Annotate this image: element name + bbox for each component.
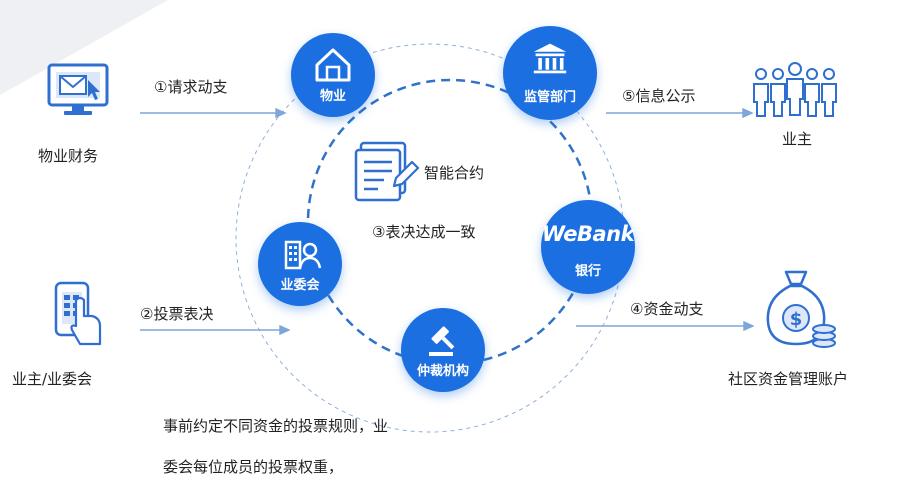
arrow-disburse-head — [743, 320, 755, 332]
people-group-icon — [753, 62, 837, 117]
step-vote-label: ②投票表决 — [140, 305, 214, 323]
arrow-request-head — [275, 107, 287, 119]
node-committee[interactable]: 业委会 — [258, 222, 342, 306]
bank-building-icon — [533, 43, 567, 74]
smart-contract-icon — [354, 141, 420, 202]
property-finance-label: 物业财务 — [38, 147, 99, 165]
smart-contract-label: 智能合约 — [424, 164, 485, 182]
corner-decoration — [0, 0, 168, 95]
community-account-label: 社区资金管理账户 — [728, 370, 849, 388]
node-committee-label: 业委会 — [280, 278, 320, 293]
node-regulator[interactable]: 监管部门 — [503, 26, 597, 120]
node-property[interactable]: 物业 — [291, 33, 375, 117]
arrow-publicize-head — [742, 107, 754, 119]
step-request-label: ①请求动支 — [154, 78, 228, 96]
node-property-label: 物业 — [319, 89, 346, 104]
node-regulator-label: 监管部门 — [523, 90, 576, 105]
node-arbitration[interactable]: 仲裁机构 — [401, 308, 485, 392]
money-bag-icon: $ — [766, 270, 836, 348]
svg-text:$: $ — [790, 309, 803, 330]
node-bank[interactable]: WeBank 银行 — [541, 200, 635, 294]
computer-mail-icon — [47, 63, 109, 115]
step-publicize-label: ⑤信息公示 — [622, 87, 696, 105]
arrow-vote-head — [279, 324, 291, 336]
node-bank-label: 银行 — [574, 264, 601, 279]
consensus-label: ③表决达成一致 — [372, 223, 476, 241]
phone-touch-icon — [54, 281, 102, 346]
node-arbitration-label: 仲裁机构 — [416, 364, 469, 379]
note-line-2: 委会每位成员的投票权重， — [163, 458, 344, 476]
gavel-icon — [429, 326, 455, 356]
building-person-icon — [284, 240, 322, 270]
note-line-1: 事前约定不同资金的投票规则，业 — [163, 417, 389, 435]
webank-logo: WeBank — [541, 222, 635, 246]
step-disburse-label: ④资金动支 — [630, 300, 704, 318]
owners-label: 业主 — [782, 130, 813, 148]
owners-committee-label: 业主/业委会 — [12, 370, 93, 388]
house-icon — [315, 48, 351, 82]
